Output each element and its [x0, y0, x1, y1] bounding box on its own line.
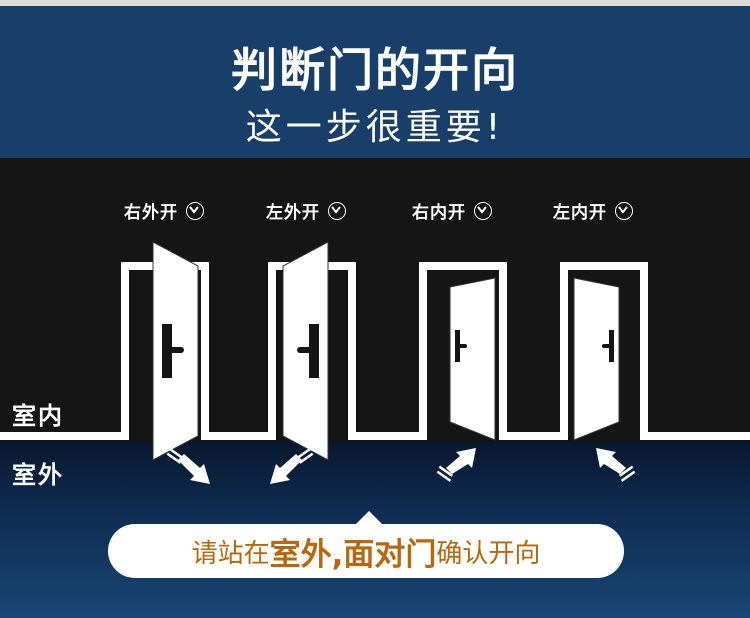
arrow-outward-left-icon: [270, 447, 314, 484]
door-type-text: 右内开: [412, 203, 466, 223]
chevron-down-circle-icon: [474, 202, 492, 220]
header-banner: [0, 6, 750, 158]
wall-outline: [0, 262, 750, 440]
indoor-label: 室内: [12, 402, 64, 430]
callout-pointer: [355, 511, 383, 525]
page-title: 判断门的开向: [231, 43, 519, 97]
arrow-inward-right-icon: [436, 448, 476, 482]
arrow-outward-right-icon: [166, 447, 210, 484]
door-left-outward: [282, 241, 329, 461]
door-type-text: 左外开: [266, 203, 320, 223]
chevron-down-circle-icon: [615, 202, 633, 220]
door-type-label-left-inward: 左内开: [553, 198, 633, 223]
door-type-text: 左内开: [553, 203, 607, 223]
chevron-down-circle-icon: [186, 202, 204, 220]
door-type-label-left-outward: 左外开: [266, 198, 346, 223]
arrow-inward-left-icon: [596, 448, 636, 482]
door-type-label-right-inward: 右内开: [412, 198, 492, 223]
outdoor-label: 室外: [12, 461, 64, 489]
door-right-outward: [152, 241, 199, 461]
door-right-inward: [449, 277, 496, 441]
door-left-inward: [573, 277, 620, 441]
instruction-part1: 请站在: [191, 538, 270, 569]
top-strip: [0, 0, 750, 6]
chevron-down-circle-icon: [328, 202, 346, 220]
instruction-part3: 确认开向: [436, 538, 541, 569]
door-diagram: [0, 241, 750, 484]
instruction-emphasis: 室外,面对门: [269, 536, 437, 573]
door-type-text: 右外开: [124, 203, 178, 223]
door-type-label-right-outward: 右外开: [124, 198, 204, 223]
page-subtitle: 这一步很重要!: [245, 107, 505, 148]
instruction-callout: 请站在 室外,面对门 确认开向: [108, 524, 624, 578]
